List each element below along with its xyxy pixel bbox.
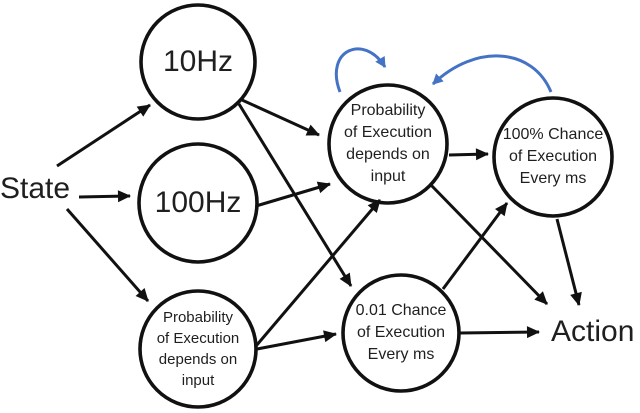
node-100hz-circle [137,142,259,264]
edge-prob-upper-to-action [428,182,549,306]
node-prob-exec-lower-circle [138,289,258,409]
edge-state-to-10hz [56,103,151,168]
edge-100hz-to-prob-upper [255,181,331,208]
edge-prob-lower-to-001-chance [256,330,337,351]
edge-state-to-prob-lower [65,208,150,302]
edge-prob-upper-selfloop [334,47,387,93]
node-10hz-circle [139,3,257,121]
node-prob-exec-upper-circle [327,83,449,205]
state-label: State [0,172,71,205]
node-001-chance-circle [341,273,461,393]
edge-prob-upper-to-100pct [448,148,489,161]
edge-state-to-100hz [78,190,131,203]
edge-001-chance-to-100pct [441,202,509,290]
action-label: Action [551,315,635,348]
edge-prob-lower-to-prob-upper [254,199,382,347]
node-100pct-chance-circle [492,96,614,218]
edge-10hz-to-prob-upper [241,98,320,137]
edge-100pct-to-action [555,218,582,306]
edge-100pct-to-prob-upper [431,54,553,93]
edge-001-chance-to-action [459,326,540,339]
